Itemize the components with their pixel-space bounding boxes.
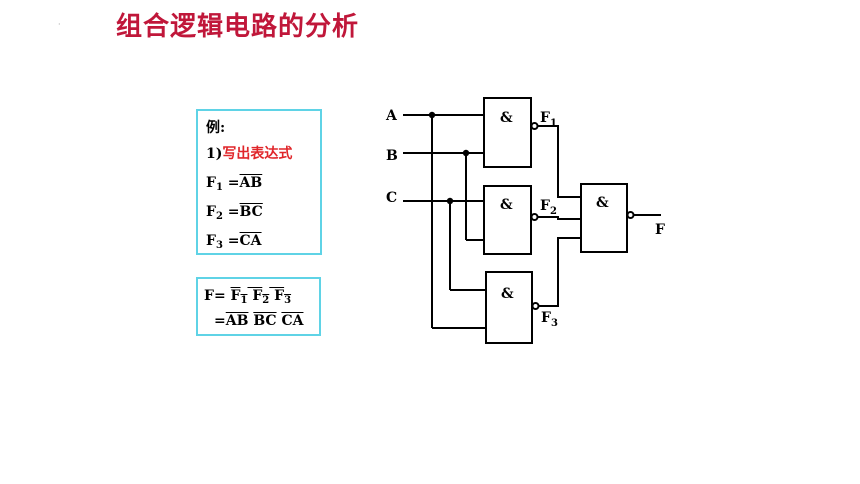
input-label-a: A [385,108,398,124]
bubble-gate-3 [531,302,540,310]
page-title: 组合逻辑电路的分析 [116,12,360,42]
result-equation: F= F1 F2 F3 [204,288,292,306]
result-expansion: =AB BC CA [214,313,304,329]
gate-final-symbol: & [596,195,609,211]
gate-3-symbol: & [501,286,514,302]
gate-2-symbol: & [500,197,513,213]
example-box: 例: 1)写出表达式 F1 =AB F2 =BC F3 =CA [196,109,322,255]
equation-f1: F1 =AB [206,175,263,193]
bubble-gate-1 [530,122,539,130]
nand-gate-2 [483,185,532,255]
equation-f2: F2 =BC [206,204,263,222]
output-label-f3: F3 [541,310,558,329]
result-overline-group: F1 F2 F3 [230,288,292,306]
nand-gate-1 [483,97,532,168]
wire-f3 [538,237,581,307]
nand-gate-3 [485,271,533,344]
step-text: 写出表达式 [222,146,293,162]
corner-dot: · [58,20,61,29]
junction-b [462,149,470,157]
input-label-b: B [386,148,398,164]
junction-c [446,197,454,205]
wire-f1 [537,125,581,198]
f3-expression: CA [239,233,262,249]
step-heading: 1)写出表达式 [206,146,293,162]
equation-f3: F3 =CA [206,233,262,251]
junction-a [428,111,436,119]
f1-expression: AB [239,175,263,191]
result-box: F= F1 F2 F3 =AB BC CA [196,277,321,336]
output-label-f1: F1 [540,110,557,129]
bubble-gate-final [626,211,635,219]
bubble-gate-2 [530,213,539,221]
wire-f2 [537,216,581,220]
f2-expression: BC [239,204,263,220]
gate-1-symbol: & [500,110,513,126]
input-label-c: C [386,190,397,206]
example-label: 例: [206,120,226,136]
output-label-f: F [655,222,665,238]
output-label-f2: F2 [540,198,557,217]
